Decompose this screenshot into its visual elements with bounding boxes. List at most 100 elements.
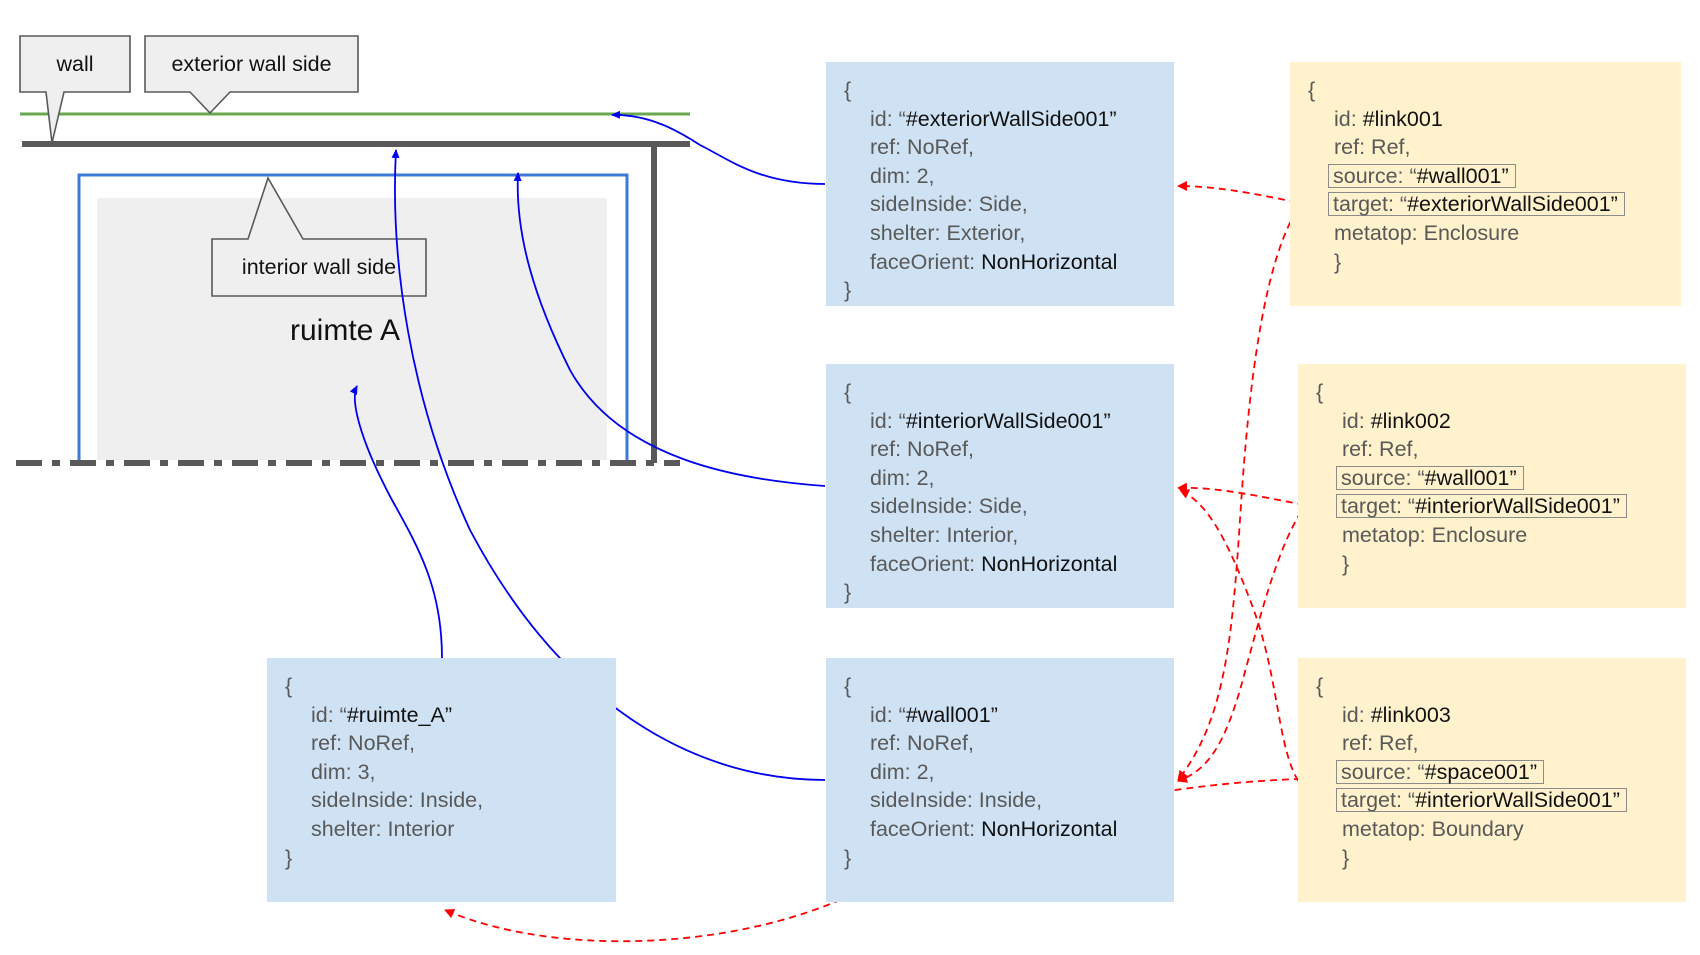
brace-open: { [844,380,852,404]
id-quote: ” [1103,408,1111,433]
id-row: id: “#wall001” [844,701,1174,730]
metatop-row: metatop: Boundary [1342,816,1524,841]
id-row: id: “#exteriorWallSide001” [844,105,1174,134]
source-value: #wall001 [1424,465,1510,490]
source-key: source: “ [1341,465,1425,490]
face-orient-row: faceOrient: NonHorizontal [844,550,1174,579]
id-quote: ” [990,702,998,727]
exterior-wall-side-callout: exterior wall side [147,38,356,90]
source-key: source: “ [1333,163,1417,188]
ref-row: ref: Ref, [1342,437,1419,462]
target-value: #exteriorWallSide001 [1407,192,1611,217]
id-value: #link003 [1370,702,1451,727]
id-row: id: #link003 [1316,701,1686,730]
interior-wall-side-callout: interior wall side [214,241,424,294]
brace-open: { [1316,674,1324,698]
target-row: target: “#interiorWallSide001” [1316,492,1686,521]
target-value: #interiorWallSide001 [1415,494,1613,519]
side-inside-row: sideInside: Inside, [870,788,1043,813]
ref-row: ref: Ref, [1334,135,1411,160]
id-value: #link001 [1362,106,1443,131]
wall-callout-label: wall [56,52,94,76]
link3-target-arrow [1179,489,1338,806]
exterior-wall-side-entity: { id: “#exteriorWallSide001” ref: NoRef,… [826,62,1174,306]
face-orient-row: faceOrient: NonHorizontal [844,815,1174,844]
side-inside-row: sideInside: Side, [870,192,1028,217]
target-row: target: “#interiorWallSide001” [1316,786,1686,815]
shelter-row: shelter: Interior [311,816,455,841]
id-key: id: “ [870,106,906,131]
face-orient-row: faceOrient: NonHorizontal [844,248,1174,277]
dim-row: dim: 2, [870,465,935,490]
target-quote: ” [1612,788,1620,813]
link003-box: { id: #link003 ref: Ref, source: “#space… [1298,658,1686,902]
brace-close: } [844,580,852,605]
shelter-row: shelter: Interior, [870,522,1019,547]
id-row: id: #link002 [1316,407,1686,436]
source-row: source: “#wall001” [1308,162,1681,191]
wall-callout-shape [19,35,131,144]
face-orient-value: NonHorizontal [981,816,1118,841]
dim-row: dim: 2, [870,759,935,784]
target-row: target: “#exteriorWallSide001” [1308,190,1681,219]
face-orient-value: NonHorizontal [981,249,1118,274]
source-row: source: “#space001” [1316,758,1686,787]
id-row: id: “#ruimte_A” [285,701,616,730]
interior-wall-side-entity: { id: “#interiorWallSide001” ref: NoRef,… [826,364,1174,608]
shelter-row: shelter: Exterior, [870,220,1026,245]
id-quote: ” [1109,106,1117,131]
dim-row: dim: 3, [311,759,376,784]
target-key: target: “ [1333,192,1408,217]
source-key: source: “ [1341,759,1425,784]
target-frame: target: “#interiorWallSide001” [1336,788,1627,813]
brace-close: } [285,845,293,870]
brace-close: } [844,278,852,303]
ref-row: ref: NoRef, [870,135,974,160]
face-orient-value: NonHorizontal [981,551,1118,576]
wall-entity: { id: “#wall001” ref: NoRef, dim: 2, sid… [826,658,1174,902]
source-value: #space001 [1424,759,1530,784]
interior-callout-label: interior wall side [241,255,397,279]
dim-row: dim: 2, [870,163,935,188]
metatop-row: metatop: Enclosure [1334,220,1520,245]
face-orient-key: faceOrient: [870,551,982,576]
exterior-callout-label: exterior wall side [171,52,332,76]
id-key: id: “ [870,408,906,433]
target-value: #interiorWallSide001 [1415,788,1613,813]
wall-callout: wall [22,38,128,90]
source-frame: source: “#wall001” [1328,163,1516,188]
ref-row: ref: NoRef, [870,731,974,756]
link1-source-arrow [1177,178,1331,781]
arrow-exterior-to-line [611,110,826,185]
id-value: #link002 [1370,408,1451,433]
id-value: #ruimte_A [346,702,445,727]
room-label: ruimte A [290,314,401,347]
target-key: target: “ [1341,788,1416,813]
source-quote: ” [1501,163,1509,188]
target-quote: ” [1612,494,1620,519]
id-value: #interiorWallSide001 [905,408,1104,433]
source-frame: source: “#wall001” [1336,465,1524,490]
id-row: id: “#interiorWallSide001” [844,407,1174,436]
arrow-wall-to-line [391,149,826,781]
id-key: id: “ [870,702,906,727]
side-inside-row: sideInside: Inside, [311,788,484,813]
interior-callout-shape [211,176,427,297]
brace-open: { [844,78,852,102]
metatop-row: metatop: Enclosure [1342,522,1528,547]
source-quote: ” [1509,465,1517,490]
target-frame: target: “#exteriorWallSide001” [1328,192,1625,217]
id-quote: ” [444,702,453,727]
brace-open: { [1316,380,1324,404]
arrow-room-to-area [349,385,443,659]
link002-box: { id: #link002 ref: Ref, source: “#wall0… [1298,364,1686,608]
exterior-callout-shape [144,35,359,115]
id-key: id: “ [311,702,347,727]
id-key: id: [1342,702,1371,727]
brace-open: { [1308,78,1316,102]
id-row: id: #link001 [1308,105,1681,134]
interior-wall-side-line [77,173,629,460]
brace-open: { [285,674,293,698]
ref-row: ref: NoRef, [870,437,974,462]
brace-open: { [844,674,852,698]
